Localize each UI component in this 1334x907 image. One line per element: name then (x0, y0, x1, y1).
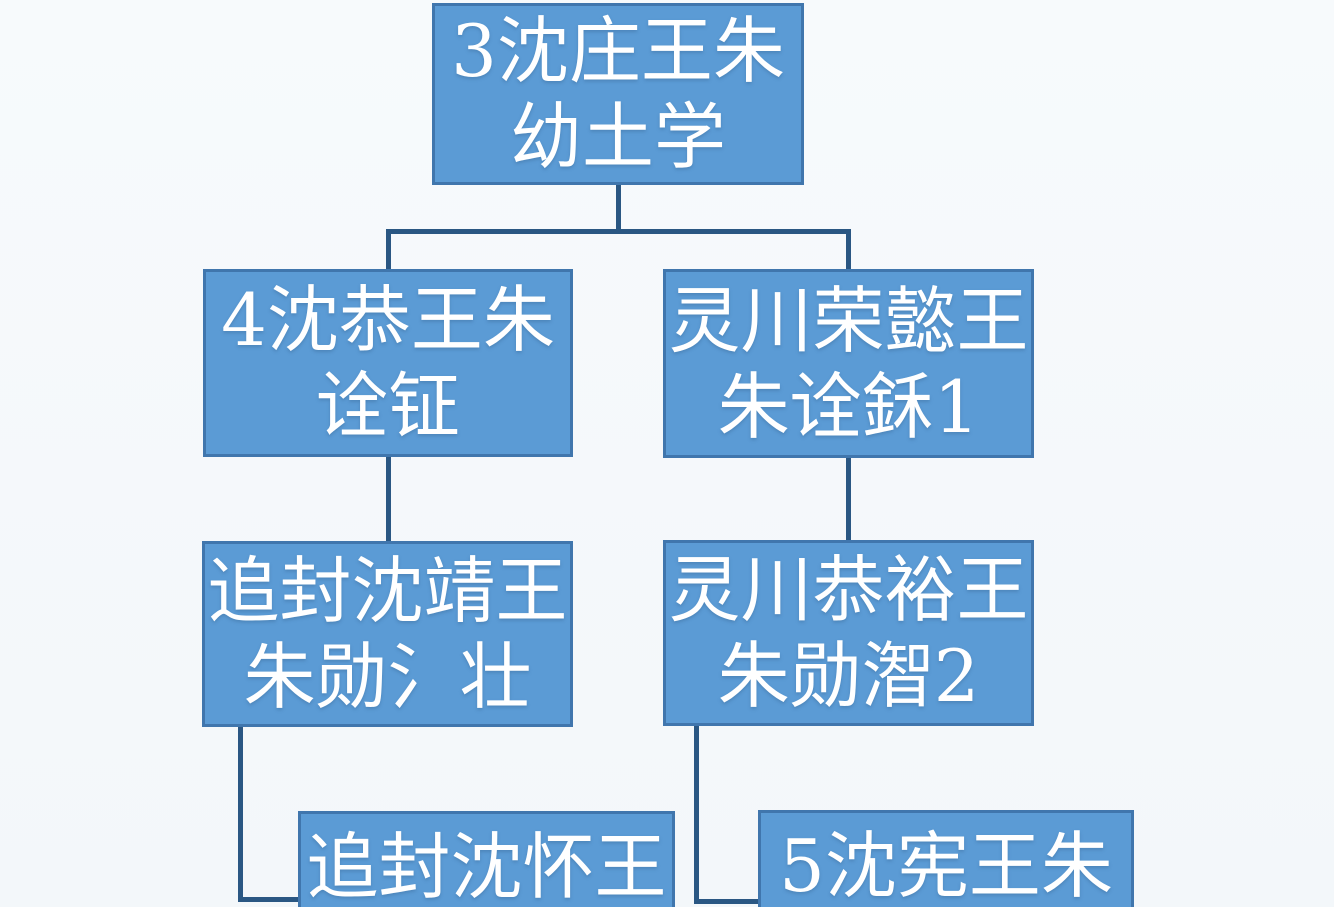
node-label-line: 幼土学 (509, 95, 726, 179)
node-label-line: 诠钲 (315, 364, 460, 448)
node-label-line: 5沈宪王朱 (779, 824, 1113, 907)
node-label-line: 灵川恭裕王 (668, 548, 1029, 632)
connector-root-right-drop (846, 229, 851, 269)
node-gen5-shen-xian-wang: 5沈宪王朱 (758, 810, 1134, 907)
node-label-line: 3沈庄王朱 (451, 9, 785, 93)
node-gen3-shen-zhuang-wang: 3沈庄王朱 幼土学 (432, 3, 804, 185)
connector-gongyu-to-xian-vert (694, 726, 699, 904)
node-label-line: 朱勋氵壮 (243, 635, 532, 719)
node-label-line: 朱诠鉌1 (717, 364, 980, 449)
node-label-line: 灵川荣懿王 (668, 278, 1029, 363)
connector-gen4-to-jing (386, 457, 391, 542)
node-label-line: 4沈恭王朱 (221, 278, 555, 362)
node-lingchuan-gongyu-wang: 灵川恭裕王 朱勋潪2 (663, 540, 1034, 726)
node-zhuifeng-shen-huai-wang: 追封沈怀王 (298, 811, 675, 907)
node-label-line: 朱勋潪2 (717, 634, 980, 718)
connector-jing-to-huai-vert (238, 727, 243, 902)
connector-root-left-drop (386, 229, 391, 269)
connector-gongyu-to-xian-horiz (694, 899, 760, 904)
connector-rongyi-to-gongyu (846, 458, 851, 541)
node-gen4-shen-gong-wang: 4沈恭王朱 诠钲 (203, 269, 573, 457)
node-zhuifeng-shen-jing-wang: 追封沈靖王 朱勋氵壮 (202, 541, 573, 727)
node-label-line: 追封沈怀王 (306, 825, 667, 907)
connector-root-crossbar (386, 229, 851, 234)
node-lingchuan-rongyi-wang: 灵川荣懿王 朱诠鉌1 (663, 269, 1034, 458)
connector-root-stem (616, 185, 621, 233)
node-label-line: 追封沈靖王 (207, 549, 568, 633)
connector-jing-to-huai-horiz (238, 897, 300, 902)
